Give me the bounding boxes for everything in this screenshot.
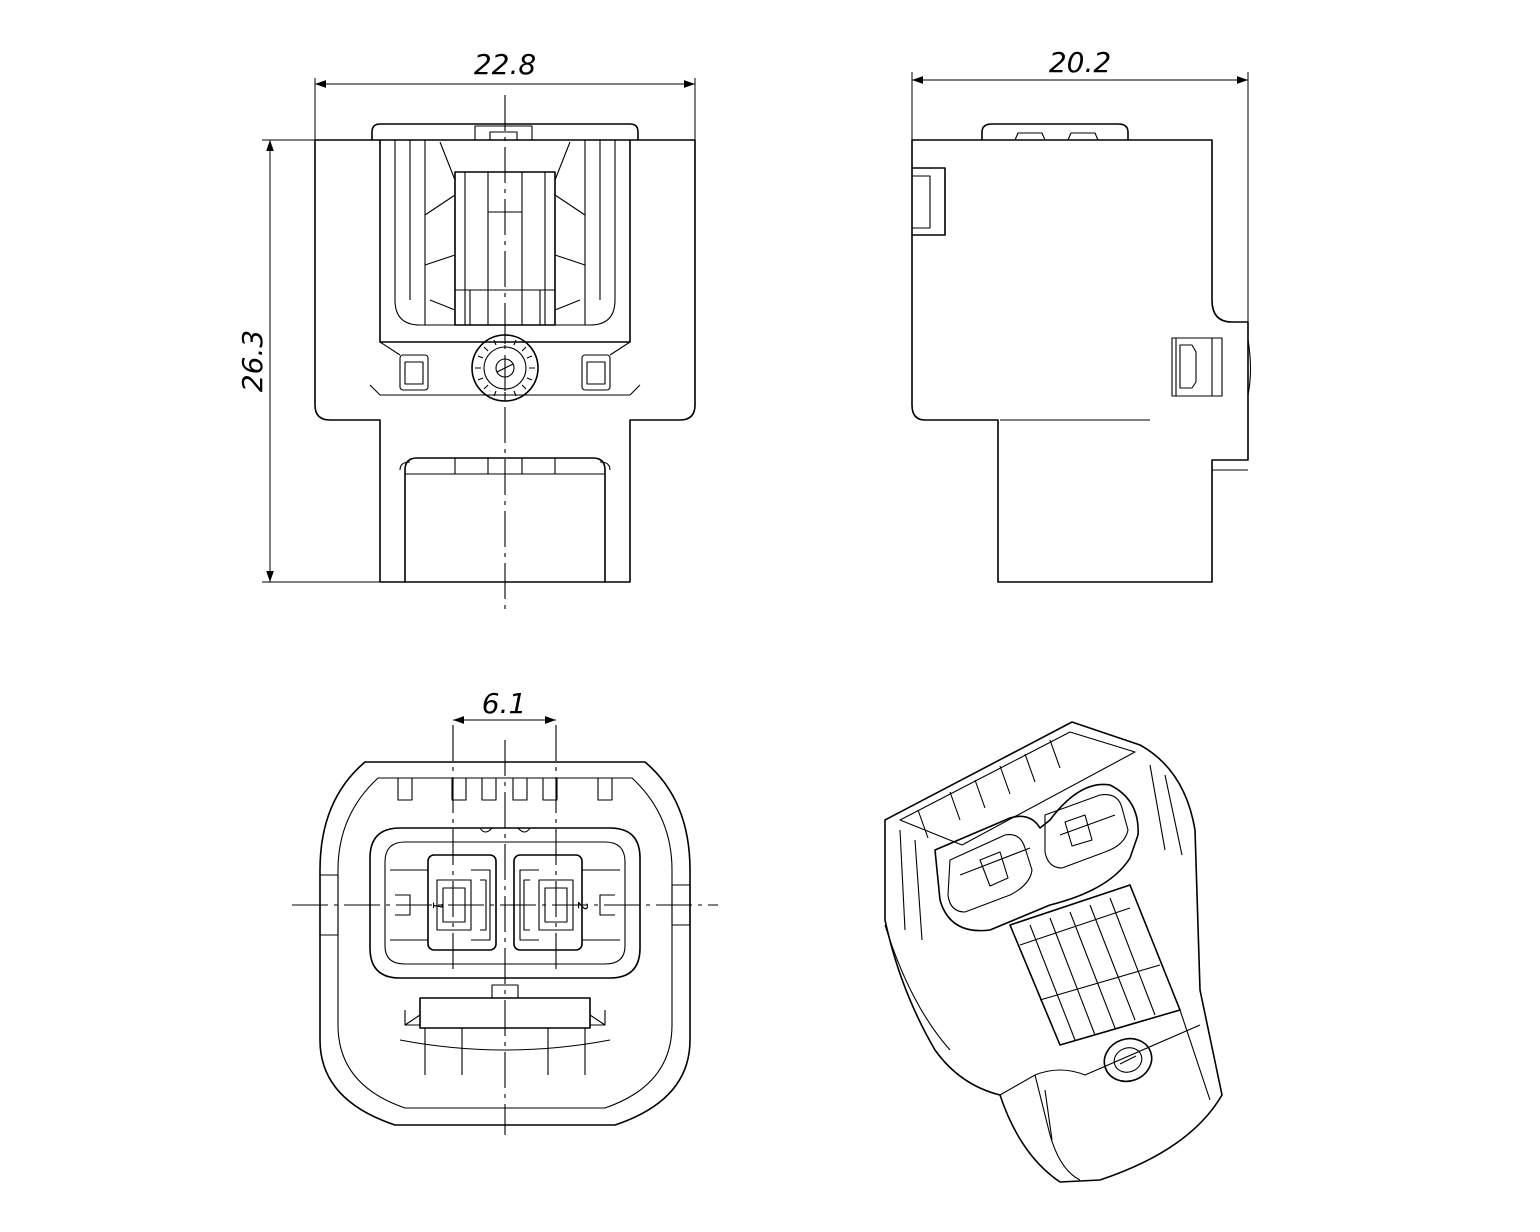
pitch-label: 6.1 xyxy=(482,687,527,720)
cavity-2-label: 2 xyxy=(574,902,589,910)
date-wheel-ticks xyxy=(475,338,535,398)
front-width-dimension: 22.8 xyxy=(314,48,696,140)
front-width-label: 22.8 xyxy=(474,48,536,81)
front-height-dimension: 26.3 xyxy=(236,139,380,583)
mating-face-view: 1 2 xyxy=(292,725,718,1135)
isometric-view xyxy=(884,721,1223,1183)
side-width-dimension: 20.2 xyxy=(911,46,1249,322)
pitch-dimension: 6.1 xyxy=(453,687,556,724)
side-view xyxy=(911,123,1252,583)
front-view xyxy=(314,95,696,612)
cavity-1-label: 1 xyxy=(429,902,444,910)
front-height-label: 26.3 xyxy=(236,330,269,392)
side-width-label: 20.2 xyxy=(1049,46,1111,79)
